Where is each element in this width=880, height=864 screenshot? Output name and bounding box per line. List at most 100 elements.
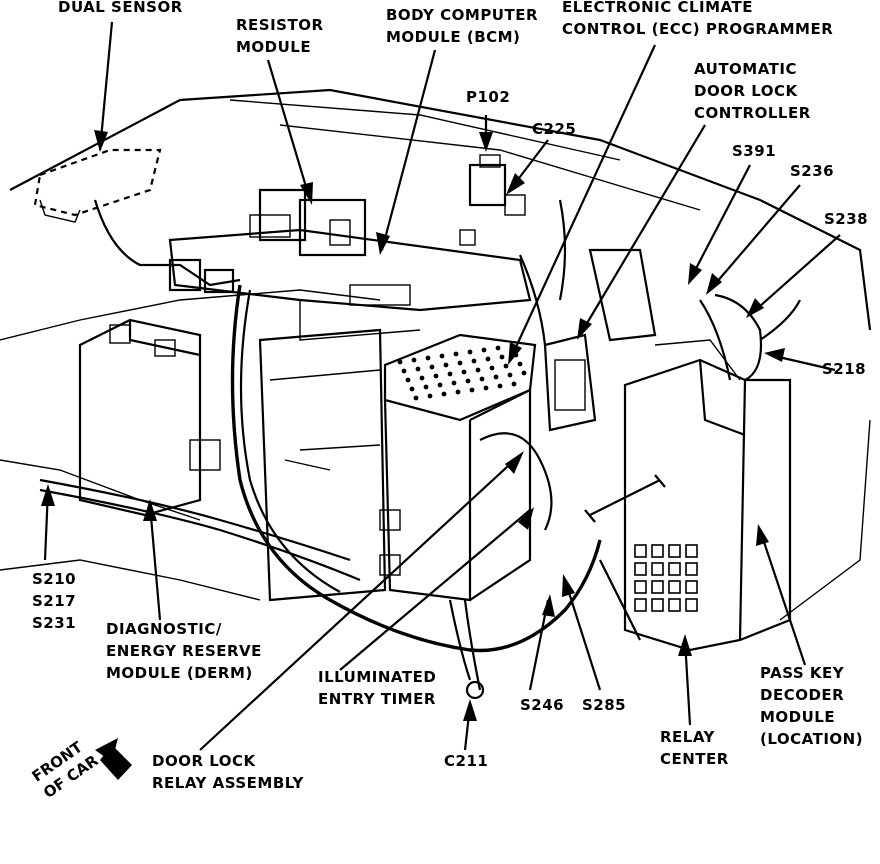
hvac-housing [258, 328, 387, 602]
relay-slot [634, 598, 647, 612]
relay-center-component [623, 339, 747, 652]
label-line: DOOR LOCK [694, 82, 798, 100]
label-line: RELAY [660, 728, 715, 746]
perforation-dot [461, 369, 467, 375]
label-derm: DIAGNOSTIC/ ENERGY RESERVE MODULE (DERM) [106, 618, 262, 684]
perforation-dot [511, 381, 517, 387]
label-s218: S218 [822, 360, 867, 378]
label-s238: S238 [824, 210, 869, 228]
mounting-bolt [584, 474, 666, 523]
perforation-dot [429, 364, 435, 370]
relay-slot [651, 562, 664, 576]
relay-slot [668, 562, 681, 576]
relay-slot [668, 580, 681, 594]
label-line: CONTROLLER [694, 104, 811, 122]
label-line: BODY COMPUTER [386, 6, 539, 24]
label-s391: S391 [732, 142, 777, 160]
label-s236: S236 [790, 162, 835, 180]
label-line: ENTRY TIMER [318, 690, 436, 708]
perforation-dot [471, 358, 477, 364]
perforation-dot [483, 385, 489, 391]
perforation-dot [469, 387, 475, 393]
perforation-dot [451, 380, 457, 386]
label-relay-center: RELAY CENTER [660, 726, 729, 770]
perforation-dot [465, 378, 471, 384]
door-lock-controller-component [543, 248, 657, 432]
label-c211: C211 [444, 752, 489, 770]
perforation-dot [521, 370, 527, 376]
label-line: DIAGNOSTIC/ [106, 620, 222, 638]
perforation-dot [401, 368, 407, 374]
relay-slot [685, 598, 698, 612]
derm-component [78, 318, 221, 517]
label-ecc-programmer: ELECTRONIC CLIMATE CONTROL (ECC) PROGRAM… [562, 0, 833, 40]
perforation-dot [419, 375, 425, 381]
resistor-module-component [249, 188, 367, 257]
perforation-dot [439, 353, 445, 359]
relay-slot [685, 544, 698, 558]
relay-slot [634, 580, 647, 594]
perforation-dot [397, 359, 403, 365]
label-line: CONTROL (ECC) PROGRAMMER [562, 20, 834, 38]
relay-slot [651, 598, 664, 612]
perforation-dot [443, 362, 449, 368]
perforation-dot [425, 355, 431, 361]
perforation-dot [413, 395, 419, 401]
label-line: DOOR LOCK [152, 752, 256, 770]
label-line: RELAY ASSEMBLY [152, 774, 304, 792]
label-line: S210 [32, 570, 77, 588]
relay-slot [634, 562, 647, 576]
bcm-component [168, 228, 532, 341]
perforation-dot [405, 377, 411, 383]
relay-slot [685, 562, 698, 576]
perforation-dot [517, 361, 523, 367]
perforation-dot [423, 384, 429, 390]
perforation-dot [495, 345, 501, 351]
label-line: PASS KEY [760, 664, 845, 682]
perforation-dot [415, 366, 421, 372]
perforation-dot [467, 349, 473, 355]
relay-slot [685, 580, 698, 594]
label-door-lock-controller: AUTOMATIC DOOR LOCK CONTROLLER [694, 58, 811, 124]
perforation-dot [485, 356, 491, 362]
label-line: (LOCATION) [760, 730, 864, 748]
label-c225: C225 [532, 120, 577, 138]
perforation-dot [499, 354, 505, 360]
label-line: ILLUMINATED [318, 668, 437, 686]
perforation-dot [411, 357, 417, 363]
label-s285: S285 [582, 696, 627, 714]
label-s210-s217-s231: S210 S217 S231 [32, 568, 76, 634]
relay-slot [634, 544, 647, 558]
label-line: S231 [32, 614, 77, 632]
perforation-dot [447, 371, 453, 377]
perforation-dot [427, 393, 433, 399]
relay-slot [668, 598, 681, 612]
pass-key-module-component [739, 378, 792, 642]
label-line: ENERGY RESERVE [106, 642, 262, 660]
dashboard-outline [0, 88, 872, 621]
label-line: AUTOMATIC [694, 60, 798, 78]
dual-sensor-component [33, 148, 241, 294]
perforation-dot [507, 372, 513, 378]
label-line: MODULE (DERM) [106, 664, 253, 682]
label-pass-key-module: PASS KEY DECODER MODULE (LOCATION) [760, 662, 863, 750]
perforation-dot [453, 351, 459, 357]
label-p102: P102 [466, 88, 511, 106]
label-line: RESISTOR [236, 16, 324, 34]
perforation-dot [503, 363, 509, 369]
label-door-lock-relay: DOOR LOCK RELAY ASSEMBLY [152, 750, 304, 794]
perforation-dot [441, 391, 447, 397]
relay-slot [651, 544, 664, 558]
label-bcm: BODY COMPUTER MODULE (BCM) [386, 4, 538, 48]
label-line: ELECTRONIC CLIMATE [562, 0, 753, 16]
arrowheads [41, 130, 785, 721]
label-dual-sensor: DUAL SENSOR [58, 0, 183, 16]
perforation-dot [457, 360, 463, 366]
label-entry-timer: ILLUMINATED ENTRY TIMER [318, 666, 436, 710]
relay-slot [668, 544, 681, 558]
label-line: S217 [32, 592, 77, 610]
label-line: CENTER [660, 750, 729, 768]
perforation-dot [433, 373, 439, 379]
perforation-dot [497, 383, 503, 389]
